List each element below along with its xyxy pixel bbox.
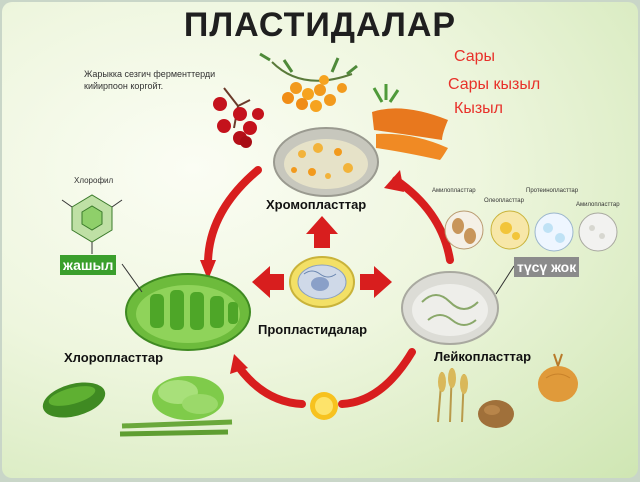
tag-green: жашыл — [60, 255, 117, 275]
asparagus-illustration — [119, 419, 233, 437]
leuco-type-label: Олеопласттар — [484, 198, 524, 204]
carrots-illustration — [372, 84, 448, 160]
chromoplast-organelle — [273, 127, 379, 197]
leucoplast-types — [444, 210, 618, 252]
tag-colorless: түсү жок — [514, 257, 580, 277]
leuco-type-label: Амилопласттар — [432, 188, 476, 194]
cucumber-illustration — [42, 382, 106, 418]
arrow-leuco-to-bottom — [338, 348, 416, 408]
leucoplast-organelle — [401, 271, 499, 345]
arrow-chromo-to-chloro — [204, 166, 262, 268]
leuco-type-label: Амилопласттар — [576, 202, 620, 208]
chloroplast-organelle — [125, 273, 251, 351]
note-text: Жарыкка сезгич ферменттерди кийирпоон ко… — [84, 69, 216, 91]
color-label-orange: Сары кызыл — [448, 76, 541, 93]
label-proplastids: Пропластидалар — [258, 322, 368, 337]
arrow-bottom-to-chloro — [234, 362, 306, 408]
wheat-illustration — [437, 367, 468, 423]
potato-illustration — [478, 400, 514, 428]
sun-icon — [310, 392, 338, 420]
label-chloroplasts: Хлоропласттар — [64, 350, 164, 365]
chlorophyll-structure — [61, 194, 123, 254]
sea-buckthorn-illustration — [259, 52, 358, 112]
chlorophyll-label: Хлорофил — [74, 176, 114, 185]
color-label-red: Кызыл — [454, 100, 503, 117]
proplastid-arrows — [252, 216, 392, 298]
leuco-type-label: Протеинопласттар — [526, 188, 579, 194]
color-label-yellow: Сары — [454, 48, 496, 65]
lettuce-illustration — [152, 376, 224, 420]
proplastid-organelle — [289, 256, 355, 308]
page-title: ПЛАСТИДАЛАР — [183, 6, 457, 44]
onion-illustration — [538, 353, 578, 402]
rowan-berries-illustration — [213, 87, 264, 148]
arrow-leuco-to-chromo — [392, 176, 454, 264]
label-leucoplasts: Лейкопласттар — [434, 349, 532, 364]
label-chromoplasts: Хромопласттар — [266, 197, 367, 212]
